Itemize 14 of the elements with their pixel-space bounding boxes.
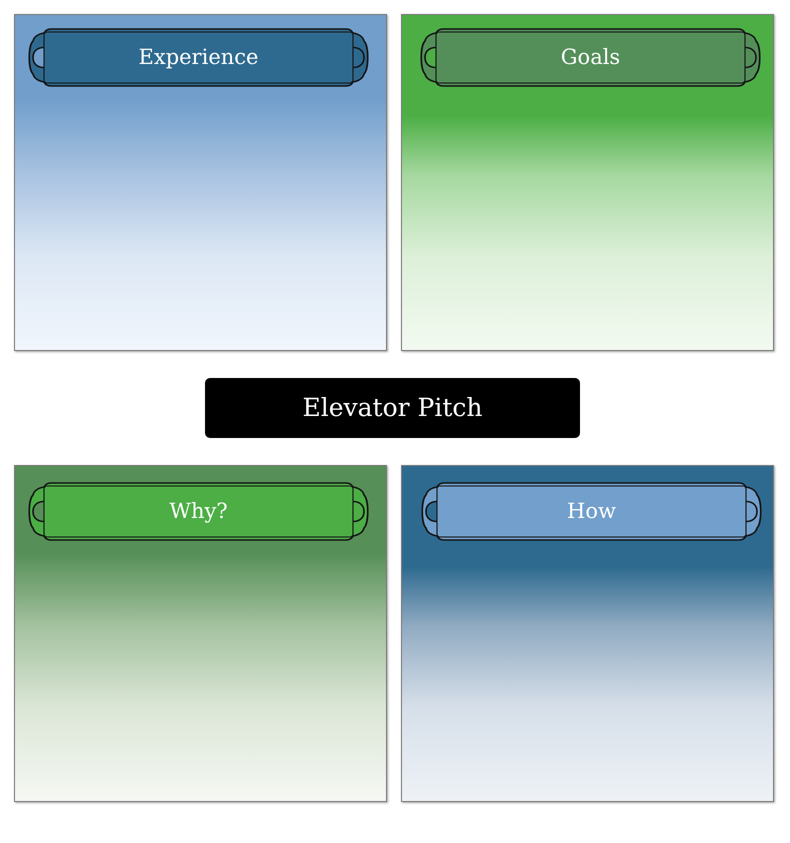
gradient-panel	[401, 465, 774, 802]
gradient-panel	[401, 14, 774, 351]
title-box	[205, 378, 580, 438]
banner-title: Why?	[169, 498, 228, 524]
pitch-title: Elevator Pitch	[302, 393, 483, 423]
gradient-panel	[14, 14, 387, 351]
ornate-banner	[419, 28, 762, 87]
banner-title: How	[567, 498, 616, 524]
ornate-banner	[27, 482, 370, 541]
ornate-banner	[420, 482, 763, 541]
ornate-banner	[27, 28, 370, 87]
banner-title: Experience	[138, 44, 258, 70]
gradient-panel	[14, 465, 387, 802]
banner-title: Goals	[560, 44, 620, 70]
